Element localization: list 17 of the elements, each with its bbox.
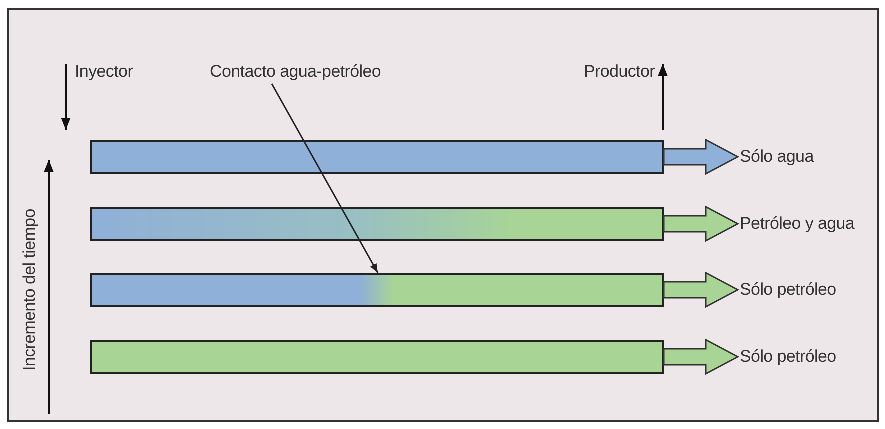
block-arrow [663, 206, 740, 242]
block-arrow [663, 338, 740, 376]
well-label: Productor [584, 62, 655, 82]
axis-label: Incremento del tiempo [20, 208, 40, 373]
reservoir-bar [90, 207, 664, 241]
output-label: Sólo petróleo [740, 280, 836, 300]
block-arrow [663, 138, 740, 176]
callout-label: Contacto agua-petróleo [210, 62, 382, 82]
output-label: Petróleo y agua [740, 214, 855, 234]
reservoir-bar [90, 140, 664, 174]
well-label: Inyector [75, 62, 134, 82]
reservoir-bar [90, 340, 664, 374]
output-label: Sólo agua [740, 147, 814, 167]
leader-line [271, 84, 379, 274]
reservoir-bar [90, 273, 664, 307]
output-label: Sólo petróleo [740, 347, 836, 367]
block-arrow [663, 272, 740, 308]
